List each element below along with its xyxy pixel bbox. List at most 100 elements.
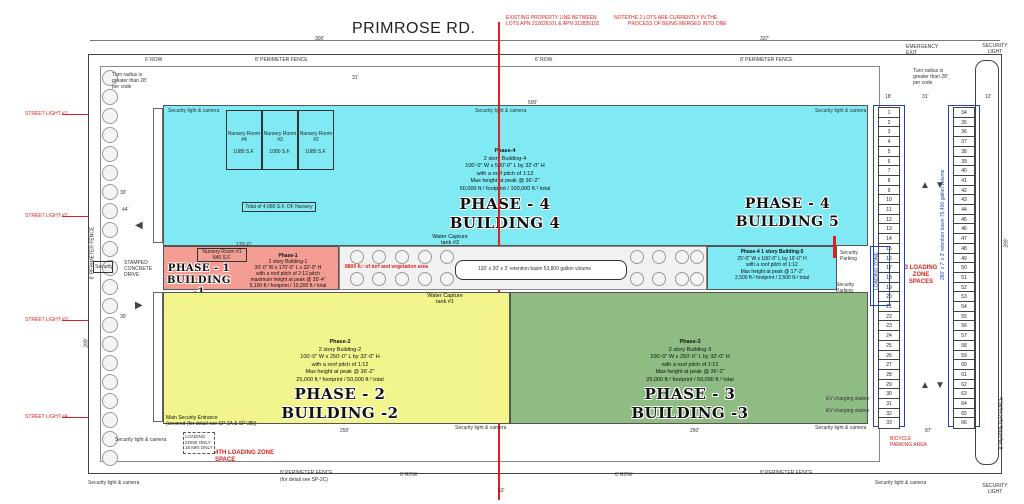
fence-label-bottom-detail: (for detail see SP-2C): [280, 477, 329, 483]
tree-icon: [102, 450, 118, 466]
dim-18: 18': [885, 94, 892, 100]
dim-12: 12': [985, 94, 992, 100]
phase4-info: Phase-4 2 story Building-4 100'-0" W x 5…: [459, 148, 551, 192]
security-booth-label: Security: [95, 264, 114, 270]
security-light-bottom-right: SECURITY LIGHT: [982, 483, 1008, 495]
row-label-bottom-right: 6' ROW: [615, 472, 633, 478]
parking-space: 62: [953, 378, 975, 391]
tree-icon: [102, 298, 118, 314]
tree-icon: [102, 374, 118, 390]
emergency-exit: EMERGENCY EXIT: [906, 44, 939, 56]
top-dimension-line: [90, 40, 1000, 41]
fourth-loading-zone: 4TH LOADING ZONE SPACE: [215, 450, 275, 463]
phase4b-info: Phase-4 1 story Building-5 25'-0" W x 10…: [735, 249, 809, 281]
tree-icon: [690, 272, 704, 286]
tree-icon: [102, 203, 118, 219]
street-light-3-lead: [62, 320, 88, 321]
arrow-up-2: ▲: [920, 380, 930, 391]
arrow-down-1: ▼: [935, 180, 945, 191]
security-light-camera-3: Security light & camera: [815, 108, 867, 114]
row-label-top-left: 6' ROW: [145, 57, 163, 63]
right-driveway: [975, 60, 999, 465]
main-security-entrance: Main Security Entrance(covered (for deta…: [166, 415, 257, 427]
street-light-2-lead: [62, 216, 88, 217]
tree-icon: [675, 250, 689, 264]
fence-label-top-right: 8' PERIMETER FENCE: [740, 57, 793, 63]
parking-space: 66: [953, 417, 975, 430]
left-parking-stalls: [153, 108, 163, 243]
bicycle-parking: BICYCLE PARKING AREA: [890, 436, 927, 448]
arrow-right-1: ▶: [135, 300, 143, 311]
row-label-top-right: 6' ROW: [535, 57, 553, 63]
street-name: PRIMROSE RD.: [352, 20, 476, 37]
fence-label-top-left: 8' PERIMETER FENCE: [255, 57, 308, 63]
phase3-title: PHASE - 3 BUILDING -3: [631, 385, 749, 422]
fence-label-bottom: 8' PERIMETER FENCE: [280, 470, 333, 476]
dim-500: 500': [528, 100, 538, 106]
dim-30-b: 30': [120, 314, 127, 320]
security-booth: [93, 261, 113, 273]
tree-icon: [102, 336, 118, 352]
tree-icon: [102, 241, 118, 257]
merge-note-text: THE 2 LOTS ARE CURRENTLY IN THE PROCESS …: [628, 15, 727, 27]
fence-label-bottom-right: 8' PERIMETER FENCE: [760, 470, 813, 476]
security-light-camera-5: Security light & camera: [455, 425, 507, 431]
turn-radius-left: Turn radius is greater than 28' per code: [112, 72, 147, 90]
tree-icon: [102, 355, 118, 371]
security-parking-2: Security Parking: [836, 282, 855, 294]
dim-63: 63': [498, 488, 505, 494]
ev-station-1: EV charging station: [826, 396, 870, 402]
perimeter-fence: [88, 54, 1002, 474]
phase1-info: Phase-1 2 story Building-1 30'-0" W x 17…: [249, 253, 327, 289]
ev-station-2: EV charging station: [826, 408, 870, 414]
dim-30-a: 30': [120, 190, 127, 196]
tree-icon: [652, 272, 666, 286]
security-light-camera-7: Security light & camera: [88, 480, 140, 486]
street-light-2: STREET LIGHT #2: [25, 213, 68, 219]
building-1: [163, 246, 339, 290]
dim-289-right: 289': [1003, 238, 1010, 248]
building-3: [510, 292, 868, 424]
tree-icon: [372, 250, 386, 264]
nursery-total: Total of 4,080 S.F. OF Nursery: [242, 202, 316, 212]
dim-top-right: 337': [760, 36, 770, 42]
tree-icon: [102, 89, 118, 105]
parking-space: 33: [878, 417, 900, 430]
retention-basin-label: 120' x 20' x 3' retention basin 53,800 g…: [478, 266, 592, 272]
security-parking: Security Parking: [840, 250, 859, 262]
phase2-info: Phase-2 2 story Building-2 100'-0" W x 2…: [296, 339, 384, 383]
tree-icon: [395, 272, 409, 286]
tree-icon: [102, 70, 118, 86]
dim-289-left: 289': [83, 338, 90, 348]
loading-zone-right: [870, 246, 890, 306]
dim-250-left: 250': [340, 428, 350, 434]
security-light-top-right: SECURITY LIGHT: [982, 43, 1008, 55]
tree-icon: [418, 250, 432, 264]
loading-zone-box: [183, 432, 215, 454]
dim-31-top: 31': [352, 75, 359, 81]
tree-icon: [102, 317, 118, 333]
tree-icon: [395, 250, 409, 264]
street-light-1-lead: [62, 114, 88, 115]
tree-icon: [440, 272, 454, 286]
tree-icon: [102, 184, 118, 200]
street-light-4-lead: [62, 417, 88, 418]
loading-zone-label: LOADING ZONE: [873, 252, 880, 290]
tree-icon: [102, 222, 118, 238]
tree-icon: [102, 412, 118, 428]
tree-icon: [440, 250, 454, 264]
building-5: [707, 246, 837, 290]
tree-icon: [652, 250, 666, 264]
tree-icon: [372, 272, 386, 286]
property-line-note: EXISTING PROPERTY LINE BETWEEN LOTS APN …: [506, 15, 600, 27]
three-loading-zone-spaces: 3 LOADING ZONE SPACES: [904, 265, 938, 285]
building-5-marker: [833, 236, 836, 258]
arrow-left-1: ◀: [135, 220, 143, 231]
tree-icon: [630, 250, 644, 264]
